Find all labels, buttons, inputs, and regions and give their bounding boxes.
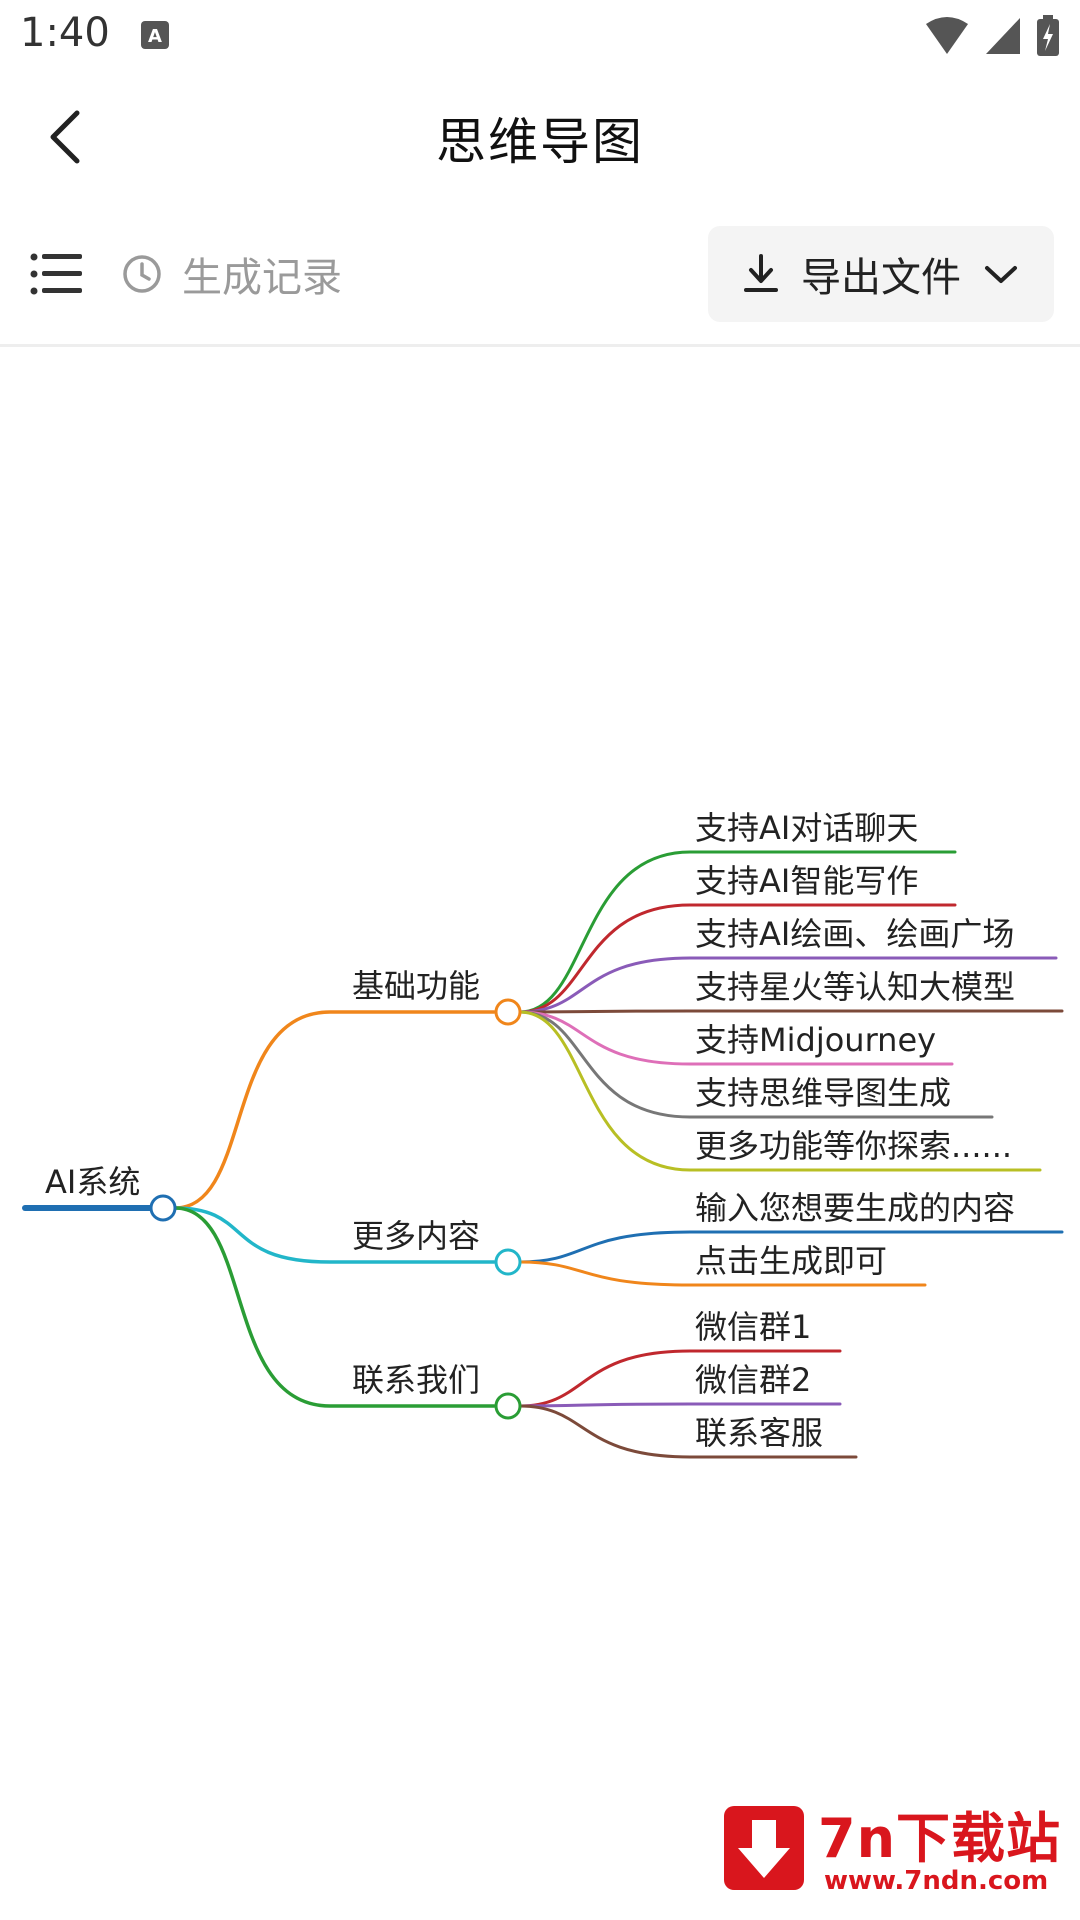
top-app-bar: 思维导图 — [0, 72, 1080, 202]
watermark-url: www.7ndn.com — [824, 1866, 1049, 1896]
mind-map-leaf-node[interactable]: 支持思维导图生成 — [695, 1074, 952, 1112]
mind-map-root-node[interactable]: AI系统 — [45, 1163, 141, 1201]
mind-map-leaf-node[interactable]: 支持AI对话聊天 — [695, 809, 919, 847]
toolbar: 生成记录 导出文件 — [0, 202, 1080, 347]
history-button[interactable]: 生成记录 — [122, 242, 342, 306]
mind-map-branch-toggle[interactable] — [494, 1392, 522, 1420]
mind-map-leaf-node[interactable]: 点击生成即可 — [695, 1242, 888, 1280]
mind-map-branch-toggle[interactable] — [494, 998, 522, 1026]
mind-map-branch-node[interactable]: 联系我们 — [352, 1361, 481, 1399]
status-bar: 1:40 A — [0, 0, 1080, 72]
mind-map-canvas[interactable]: AI系统 基础功能 支持AI对话聊天支持AI智能写作支持AI绘画、绘画广场支持星火等… — [0, 346, 1080, 1920]
mind-map-leaf-node[interactable]: 联系客服 — [695, 1414, 824, 1452]
chevron-left-icon — [50, 110, 80, 164]
list-menu-icon — [30, 253, 82, 295]
chevron-down-icon — [985, 266, 1017, 283]
mind-map-leaf-node[interactable]: 微信群1 — [695, 1308, 812, 1346]
clock-icon — [123, 255, 161, 293]
download-icon — [744, 254, 778, 292]
export-file-label: 导出文件 — [801, 255, 961, 301]
mind-map-leaf-node[interactable]: 支持AI智能写作 — [695, 862, 919, 900]
mind-map-leaf-node[interactable]: 输入您想要生成的内容 — [695, 1189, 1016, 1227]
watermark: 7n下载站 www.7ndn.com — [690, 1790, 1070, 1910]
keyboard-a-icon: A — [141, 21, 169, 49]
cellular-signal-icon — [986, 18, 1020, 54]
mind-map-leaf-node[interactable]: 支持AI绘画、绘画广场 — [695, 915, 1015, 953]
mind-map-leaf-node[interactable]: 更多功能等你探索...... — [695, 1127, 1013, 1165]
watermark-title: 7n下载站 — [818, 1807, 1062, 1870]
mind-map-leaf-node[interactable]: 支持Midjourney — [695, 1021, 937, 1059]
export-file-button[interactable]: 导出文件 — [708, 226, 1054, 322]
status-icons — [924, 14, 1060, 58]
mind-map-branch-toggle[interactable] — [494, 1248, 522, 1276]
back-button[interactable] — [30, 102, 100, 172]
mind-map-root-toggle[interactable] — [149, 1194, 177, 1222]
history-label: 生成记录 — [182, 255, 342, 301]
battery-icon — [1037, 15, 1059, 56]
menu-button[interactable] — [30, 252, 82, 296]
download-site-logo-icon — [724, 1806, 804, 1890]
mind-map-leaf-node[interactable]: 支持星火等认知大模型 — [695, 968, 1016, 1006]
mind-map-leaf-node[interactable]: 微信群2 — [695, 1361, 812, 1399]
page-title: 思维导图 — [436, 113, 644, 171]
mind-map-links — [22, 850, 1064, 1459]
mind-map-branch-node[interactable]: 更多内容 — [352, 1217, 481, 1255]
svg-text:A: A — [148, 26, 162, 47]
status-time: 1:40 — [20, 10, 110, 56]
wifi-icon — [926, 17, 968, 54]
mind-map-branch-node[interactable]: 基础功能 — [352, 967, 481, 1005]
